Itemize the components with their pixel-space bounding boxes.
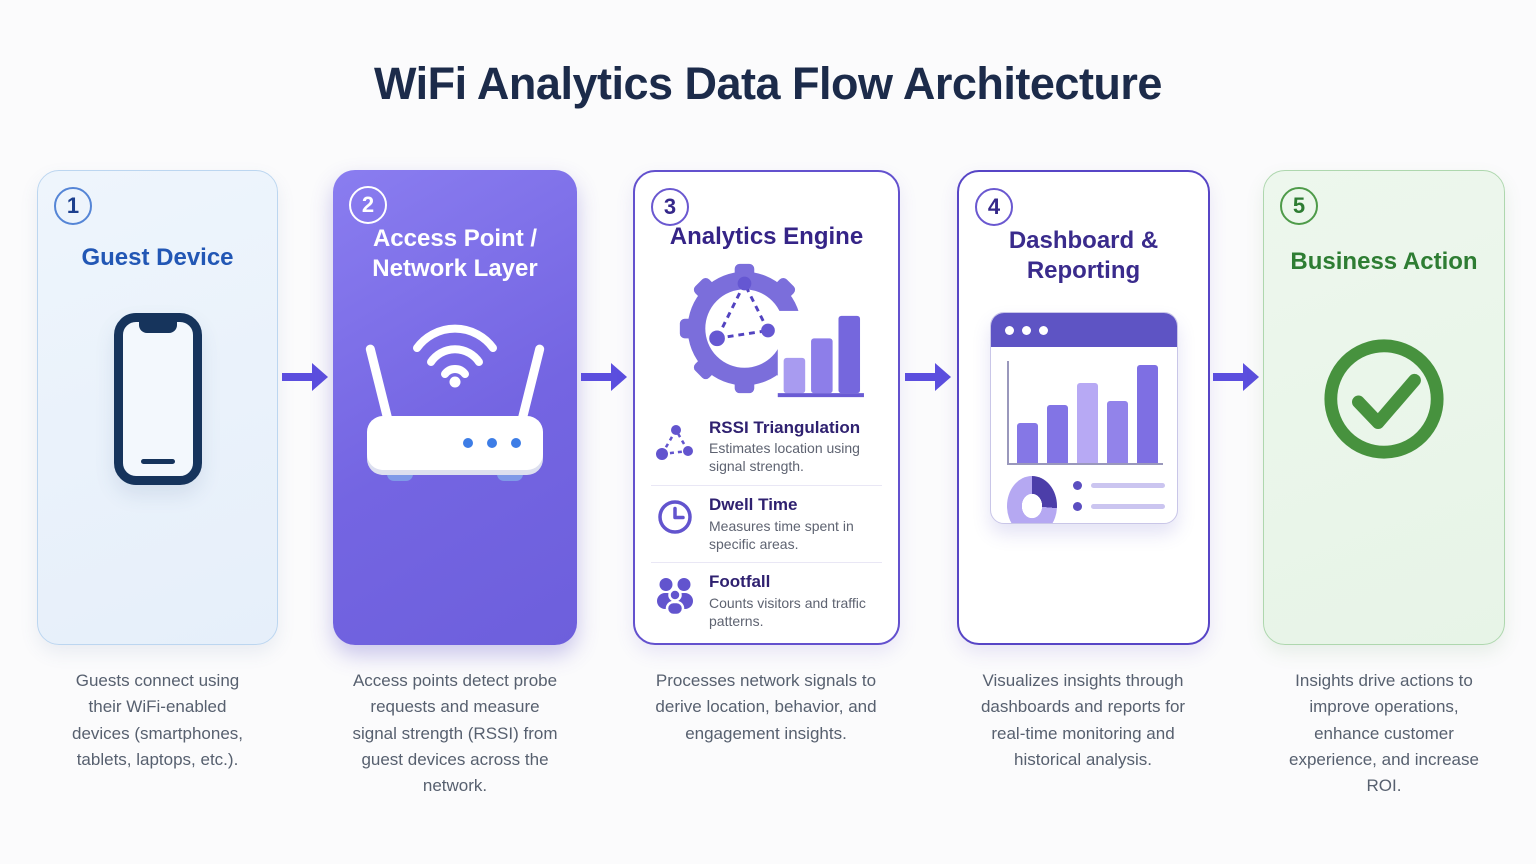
phone-home-bar xyxy=(140,459,175,464)
bullet-dot xyxy=(1072,480,1082,490)
page-title: WiFi Analytics Data Flow Architecture xyxy=(374,58,1162,109)
flow-arrow-icon xyxy=(282,363,328,391)
step-card-dashboard-reporting: 4 Dashboard & Reporting xyxy=(957,170,1210,645)
flow-arrow-icon xyxy=(905,363,951,391)
feature-item-footfall: Footfall Counts visitors and traffic pat… xyxy=(651,562,882,639)
step-description: Visualizes insights through dashboards a… xyxy=(980,671,1186,770)
step-card-guest-device: 1 Guest Device xyxy=(37,170,278,645)
phone-notch xyxy=(138,321,177,333)
step-number-badge: 3 xyxy=(651,188,689,226)
feature-description: Estimates location using signal strength… xyxy=(709,440,860,475)
window-dot-icon xyxy=(1021,325,1031,335)
check-circle-icon xyxy=(1320,335,1448,468)
step-card-access-point: 2 Access Point / Network Layer xyxy=(333,170,577,645)
bar-chart-icon xyxy=(1006,361,1163,465)
router-led xyxy=(511,438,521,448)
feature-title: Dwell Time xyxy=(709,495,798,515)
bullet-dot xyxy=(1072,522,1082,523)
wifi-router-icon xyxy=(355,312,555,484)
step-number-badge: 4 xyxy=(975,188,1013,226)
step-description: Processes network signals to derive loca… xyxy=(655,671,877,743)
feature-item-rssi: RSSI Triangulation Estimates location us… xyxy=(651,409,882,485)
window-dot-icon xyxy=(1004,325,1014,335)
router-foot xyxy=(497,468,523,481)
step-number-badge: 5 xyxy=(1280,187,1318,225)
step-title: Guest Device xyxy=(81,244,234,271)
step-description: Insights drive actions to improve operat… xyxy=(1289,671,1479,796)
router-body xyxy=(367,416,543,470)
analytics-feature-list: RSSI Triangulation Estimates location us… xyxy=(651,409,882,640)
router-foot xyxy=(387,468,413,481)
donut-chart-icon xyxy=(1006,476,1057,523)
step-number-badge: 2 xyxy=(349,186,387,224)
router-led xyxy=(487,438,497,448)
bullet-list-icon xyxy=(1072,480,1165,523)
chart-bar xyxy=(1106,401,1128,463)
chart-bar xyxy=(1046,405,1068,463)
feature-description: Counts visitors and traffic patterns. xyxy=(709,594,866,629)
feature-title: RSSI Triangulation xyxy=(709,418,861,437)
gear-analytics-icon xyxy=(663,260,871,407)
chart-bar xyxy=(1016,423,1038,463)
step-title: Access Point / Network Layer xyxy=(372,225,538,282)
step-title: Business Action xyxy=(1290,248,1478,275)
chart-bar xyxy=(1136,365,1158,463)
flow-arrow-icon xyxy=(1213,363,1259,391)
step-number-badge: 1 xyxy=(54,187,92,225)
step-card-analytics-engine: 3 Analytics Engine xyxy=(633,170,900,645)
feature-item-dwell-time: Dwell Time Measures time spent in specif… xyxy=(651,485,882,562)
wifi-waves-icon xyxy=(413,324,497,388)
step-card-business-action: 5 Business Action xyxy=(1263,170,1505,645)
step-title: Analytics Engine xyxy=(669,223,864,250)
feature-description: Measures time spent in specific areas. xyxy=(709,517,854,552)
chart-bar xyxy=(1076,383,1098,463)
bullet-line xyxy=(1090,482,1165,488)
bullet-dot xyxy=(1072,501,1082,511)
triangulation-icon xyxy=(653,418,697,463)
bullet-line xyxy=(1090,503,1165,509)
step-description: Access points detect probe requests and … xyxy=(352,671,558,796)
feature-title: Footfall xyxy=(709,572,771,592)
people-icon xyxy=(653,572,697,616)
router-led xyxy=(463,438,473,448)
smartphone-icon xyxy=(113,313,202,485)
clock-icon xyxy=(653,495,697,536)
browser-header xyxy=(990,313,1177,347)
dashboard-icon xyxy=(989,312,1178,524)
window-dot-icon xyxy=(1038,325,1048,335)
step-title: Dashboard & Reporting xyxy=(1008,227,1159,284)
step-description: Guests connect using their WiFi-enabled … xyxy=(71,671,244,770)
flow-arrow-icon xyxy=(581,363,627,391)
